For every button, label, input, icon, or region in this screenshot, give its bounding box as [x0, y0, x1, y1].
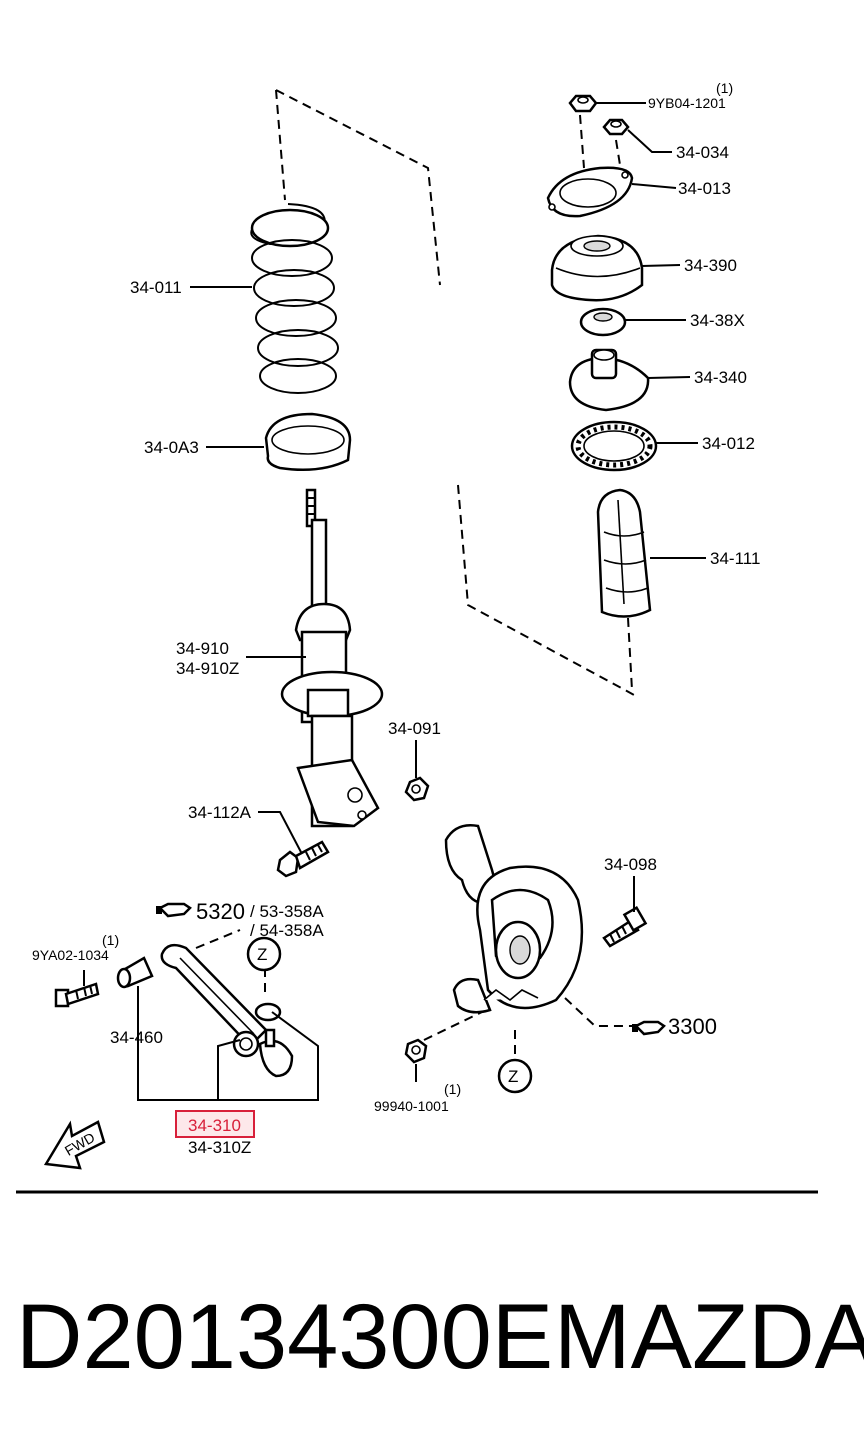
- bearing: [579, 307, 627, 337]
- strut-bolt: [276, 840, 330, 878]
- hub-bolt: [602, 905, 648, 948]
- dust-boot: [596, 488, 652, 618]
- marker-z-upper-label: Z: [257, 945, 267, 964]
- part-number: D20134300E: [16, 1286, 553, 1388]
- spring-insulator: [264, 412, 352, 472]
- arm-bushing: [116, 956, 154, 989]
- label-34-310z: 34-310Z: [188, 1138, 251, 1157]
- label-34-013: 34-013: [678, 179, 731, 198]
- strut-nut: [404, 776, 430, 802]
- coil-spring: [250, 203, 339, 394]
- assembly-guide-lines: [195, 89, 640, 1060]
- ref-icon-5320: [156, 902, 192, 918]
- label-99940-qty: (1): [444, 1081, 461, 1097]
- label-34-034: 34-034: [676, 143, 729, 162]
- label-34-390: 34-390: [684, 256, 737, 275]
- label-34-0a3: 34-0A3: [144, 438, 199, 457]
- label-34-910: 34-910: [176, 639, 229, 658]
- label-5320: 5320: [196, 899, 245, 924]
- label-9ya02-qty: (1): [102, 932, 119, 948]
- label-34-011: 34-011: [130, 278, 182, 297]
- ref-icon-3300: [632, 1020, 666, 1036]
- part-labels: (1) 9YB04-1201 34-034 34-013 34-390 34-3…: [32, 80, 760, 1157]
- label-34-111: 34-111: [710, 549, 760, 568]
- label-3300: 3300: [668, 1014, 717, 1039]
- label-34-310: 34-310: [188, 1116, 241, 1135]
- strut-mount: [550, 234, 644, 302]
- lower-control-arm: [160, 943, 294, 1078]
- shock-strut: [280, 488, 384, 828]
- upper-nut-34-034: [602, 118, 630, 136]
- steering-knuckle: [444, 824, 584, 1014]
- arm-bolt: [54, 982, 100, 1008]
- spring-seat-upper: [568, 348, 650, 412]
- highlight-box-34-310: [175, 1110, 255, 1138]
- label-9yb04-qty: (1): [716, 80, 733, 96]
- label-34-112a: 34-112A: [188, 803, 252, 822]
- label-99940-1001: 99940-1001: [374, 1098, 449, 1114]
- label-34-38x: 34-38X: [690, 311, 745, 330]
- upper-nut-9yb04: [568, 94, 598, 113]
- label-34-098: 34-098: [604, 855, 657, 874]
- label-53-358a: / 53-358A: [250, 902, 324, 921]
- mount-plate: [546, 166, 634, 218]
- label-9yb04-1201: 9YB04-1201: [648, 95, 726, 111]
- knuckle-nut: [404, 1038, 428, 1064]
- label-34-910z: 34-910Z: [176, 659, 239, 678]
- spring-seat-ring: [570, 420, 658, 472]
- marker-z-upper: Z: [246, 936, 282, 972]
- leader-lines: [83, 102, 706, 1101]
- label-34-012: 34-012: [702, 434, 755, 453]
- brand-name: MAZDA: [554, 1286, 864, 1388]
- marker-z-lower: Z: [497, 1058, 533, 1094]
- label-34-091: 34-091: [388, 719, 441, 738]
- label-9ya02-1034: 9YA02-1034: [32, 947, 109, 963]
- label-34-460: 34-460: [110, 1028, 163, 1047]
- fwd-arrow: FWD: [43, 1120, 106, 1170]
- label-54-358a: / 54-358A: [250, 921, 324, 940]
- marker-z-lower-label: Z: [508, 1067, 518, 1086]
- label-34-340: 34-340: [694, 368, 747, 387]
